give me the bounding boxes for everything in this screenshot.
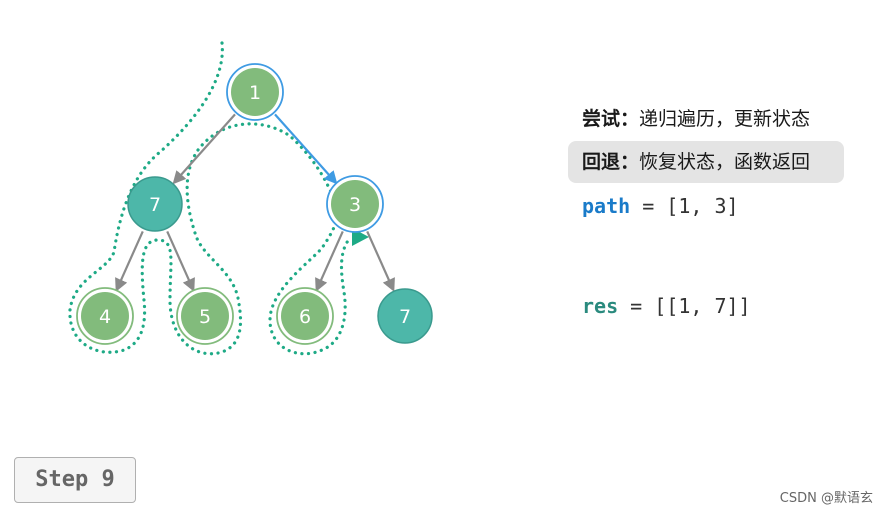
tree-node-n7a: 7 bbox=[127, 176, 183, 232]
node-circle bbox=[377, 288, 433, 344]
legend-try-key: 尝试 bbox=[582, 108, 621, 130]
res-keyword: res bbox=[582, 294, 619, 318]
tree-nodes: 1 7 3 4 5 6 7 bbox=[76, 63, 433, 345]
legend-try: 尝试：递归遍历，更新状态 bbox=[568, 98, 810, 140]
edge-n3-n6 bbox=[315, 230, 344, 292]
node-label: 5 bbox=[199, 306, 211, 328]
node-circle bbox=[231, 68, 279, 116]
tree-edges bbox=[115, 113, 395, 292]
path-state: path = [1, 3] bbox=[582, 194, 739, 218]
node-label: 4 bbox=[99, 306, 111, 328]
node-circle bbox=[181, 292, 229, 340]
edge-n7a-n4 bbox=[115, 230, 144, 292]
tree-node-n6: 6 bbox=[276, 287, 334, 345]
path-keyword: path bbox=[582, 194, 631, 218]
tree-node-n7b: 7 bbox=[377, 288, 433, 344]
node-label: 7 bbox=[399, 306, 411, 328]
edge-n3-n7b bbox=[366, 230, 395, 292]
legend-try-text: 递归遍历，更新状态 bbox=[639, 108, 811, 130]
legend-back-key: 回退 bbox=[582, 151, 621, 173]
node-label: 1 bbox=[249, 82, 261, 104]
tree-node-n5: 5 bbox=[176, 287, 234, 345]
node-circle bbox=[331, 180, 379, 228]
legend-try-sep: ： bbox=[620, 108, 640, 130]
node-circle bbox=[281, 292, 329, 340]
edge-n1-n3 bbox=[274, 113, 338, 185]
node-circle bbox=[81, 292, 129, 340]
path-value: = [1, 3] bbox=[630, 194, 739, 218]
tree-node-n3: 3 bbox=[326, 175, 384, 233]
edge-n7a-n5 bbox=[166, 230, 195, 292]
res-value: = [[1, 7]] bbox=[618, 294, 751, 318]
tree-node-n1: 1 bbox=[226, 63, 284, 121]
node-circle bbox=[127, 176, 183, 232]
watermark: CSDN @默语玄 bbox=[779, 491, 873, 506]
step-indicator: Step 9 bbox=[14, 457, 136, 503]
legend-back-text: 恢复状态，函数返回 bbox=[639, 151, 811, 173]
legend-back-sep: ： bbox=[620, 151, 640, 173]
node-label: 7 bbox=[149, 194, 161, 216]
node-label: 3 bbox=[349, 194, 361, 216]
node-label: 6 bbox=[299, 306, 311, 328]
legend-backtrack: 回退：恢复状态，函数返回 bbox=[568, 141, 844, 183]
edge-n1-n7a bbox=[172, 113, 236, 185]
res-state: res = [[1, 7]] bbox=[582, 294, 751, 318]
tree-node-n4: 4 bbox=[76, 287, 134, 345]
